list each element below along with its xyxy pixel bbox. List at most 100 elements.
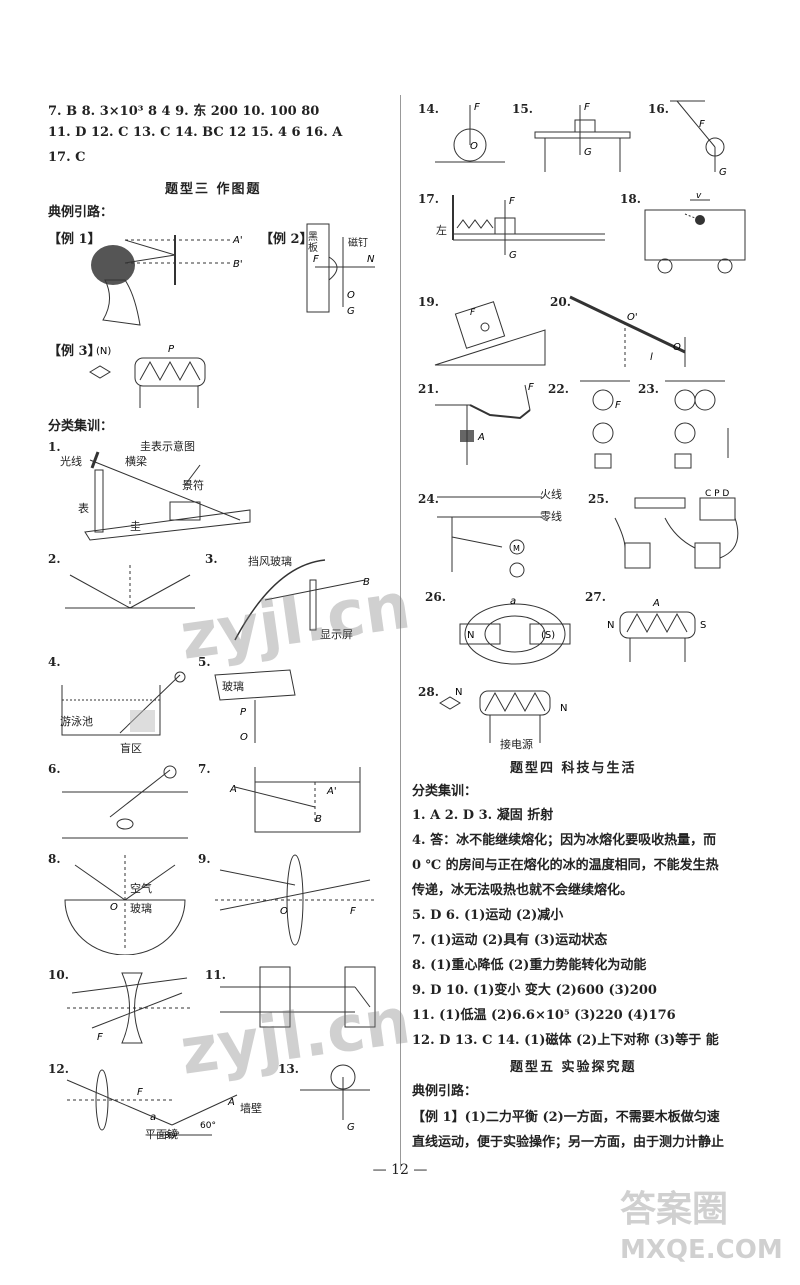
section4-title: 题型四 科技与生活 bbox=[510, 761, 637, 776]
section4-line: 0 ℃ 的房间与正在熔化的冰的温度相同，不能发生热 bbox=[412, 858, 719, 873]
watermark: zyjl.cn bbox=[175, 569, 415, 675]
section4-line: 9. D 10. (1)变小 变大 (2)600 (3)200 bbox=[412, 983, 657, 998]
f24-neutral: 零线 bbox=[540, 510, 562, 523]
svg-text:O: O bbox=[347, 290, 355, 301]
svg-text:B: B bbox=[315, 814, 322, 825]
svg-text:C P D: C P D bbox=[705, 489, 729, 499]
fig-number: 9. bbox=[198, 852, 211, 866]
svg-text:A: A bbox=[227, 1097, 235, 1108]
fig-number: 2. bbox=[48, 552, 61, 566]
fig-number: 12. bbox=[48, 1062, 69, 1076]
fig-number: 22. bbox=[548, 382, 569, 396]
svg-text:B: B bbox=[363, 577, 370, 588]
fig-number: 7. bbox=[198, 762, 211, 776]
example2-figure: O G N F bbox=[306, 223, 375, 317]
svg-text:F: F bbox=[350, 906, 356, 917]
section5-title: 题型五 实验探究题 bbox=[510, 1060, 637, 1075]
fig-number: 25. bbox=[588, 492, 609, 506]
svg-text:P: P bbox=[240, 707, 247, 718]
f1-beam: 横梁 bbox=[125, 455, 147, 468]
svg-text:O: O bbox=[470, 141, 478, 152]
fig-number: 1. bbox=[48, 440, 61, 454]
svg-text:G: G bbox=[584, 147, 592, 158]
figure-20: O' O l bbox=[569, 295, 686, 367]
example3-label: 【例 3】 bbox=[48, 344, 101, 359]
f8-air: 空气 bbox=[130, 882, 152, 895]
svg-text:N: N bbox=[560, 703, 567, 714]
svg-text:60°: 60° bbox=[200, 1121, 216, 1131]
f12-mirror: 平面镜 bbox=[145, 1128, 178, 1141]
svg-text:A': A' bbox=[326, 786, 337, 797]
fig-number: 18. bbox=[620, 192, 641, 206]
fig-number: 5. bbox=[198, 655, 211, 669]
fig-number: 3. bbox=[205, 552, 218, 566]
svg-text:(N): (N) bbox=[96, 346, 111, 357]
section5-line: 【例 1】(1)二力平衡 (2)一方面，不需要木板做匀速 bbox=[412, 1110, 720, 1125]
section4-line: 5. D 6. (1)运动 (2)减小 bbox=[412, 908, 564, 923]
section3-practice-label: 分类集训： bbox=[48, 419, 114, 434]
section4-line: 8. (1)重心降低 (2)重力势能转化为动能 bbox=[412, 958, 647, 973]
svg-text:A: A bbox=[652, 598, 660, 609]
figure-28: N N bbox=[439, 687, 567, 743]
fig-number: 20. bbox=[550, 295, 571, 309]
figure-8: O bbox=[64, 855, 186, 955]
figure-9: O F bbox=[215, 854, 375, 946]
figure-22: F bbox=[580, 380, 630, 469]
svg-text:P: P bbox=[168, 344, 175, 355]
svg-text:F: F bbox=[137, 1087, 143, 1098]
svg-text:O': O' bbox=[627, 312, 638, 323]
svg-text:F: F bbox=[470, 308, 476, 318]
figure-15: F G bbox=[534, 102, 631, 172]
svg-text:F: F bbox=[615, 400, 621, 411]
f17-left: 左 bbox=[436, 224, 447, 237]
f3-screen: 显示屏 bbox=[320, 628, 353, 641]
svg-text:O: O bbox=[240, 732, 248, 743]
example1-figure: A' B' bbox=[91, 235, 243, 326]
f1-biao: 表 bbox=[78, 502, 89, 515]
svg-text:A: A bbox=[477, 432, 485, 443]
svg-text:F: F bbox=[699, 119, 705, 130]
figure-7: A A' B bbox=[229, 767, 361, 833]
example3-figure: (N) P bbox=[89, 344, 206, 408]
fig-number: 11. bbox=[205, 968, 226, 982]
svg-text:A': A' bbox=[232, 235, 243, 246]
fig-number: 16. bbox=[648, 102, 669, 116]
section5-line: 直线运动，便于实验操作；另一方面，由于测力计静止 bbox=[412, 1135, 725, 1150]
svg-text:(S): (S) bbox=[541, 630, 555, 641]
section3-title: 题型三 作图题 bbox=[165, 182, 262, 197]
f4-blind: 盲区 bbox=[120, 742, 142, 755]
svg-text:O: O bbox=[673, 342, 681, 353]
figure-19: F bbox=[434, 301, 546, 366]
figure-1-gnomon bbox=[84, 451, 251, 541]
figure-13: G bbox=[300, 1064, 370, 1133]
figure-25: C P D bbox=[614, 489, 739, 569]
figure-24: M bbox=[437, 496, 542, 578]
f5-glass: 玻璃 bbox=[222, 680, 244, 693]
f3-glass: 挡风玻璃 bbox=[248, 555, 292, 568]
f28-power: 接电源 bbox=[500, 738, 533, 751]
fig-number: 15. bbox=[512, 102, 533, 116]
svg-text:l: l bbox=[650, 352, 653, 363]
figure-18: v bbox=[644, 192, 746, 274]
svg-text:30°: 30° bbox=[164, 1131, 180, 1141]
svg-text:v: v bbox=[696, 192, 702, 201]
svg-text:F: F bbox=[97, 1032, 103, 1043]
figure-11 bbox=[220, 966, 376, 1028]
fig-number: 6. bbox=[48, 762, 61, 776]
figure-2 bbox=[65, 565, 195, 609]
watermark: zyjl.cn bbox=[175, 984, 415, 1090]
answer-line-1: 7. B 8. 3×10³ 8 4 9. 东 200 10. 100 80 bbox=[48, 104, 320, 119]
figure-14: F O bbox=[435, 102, 505, 163]
fig-number: 28. bbox=[418, 685, 439, 699]
section4-practice-label: 分类集训： bbox=[412, 784, 478, 799]
watermark: 答案圈 bbox=[620, 1189, 729, 1230]
svg-text:F: F bbox=[509, 196, 515, 207]
fig-number: 10. bbox=[48, 968, 69, 982]
svg-text:G: G bbox=[719, 167, 727, 177]
f1-jingfu: 景符 bbox=[182, 479, 204, 492]
fig-number: 27. bbox=[585, 590, 606, 604]
svg-text:A: A bbox=[229, 784, 237, 795]
svg-text:F: F bbox=[584, 102, 590, 113]
answer-line-3: 17. C bbox=[48, 150, 86, 165]
section4-line: 4. 答：冰不能继续熔化；因为冰熔化要吸收热量，而 bbox=[412, 833, 717, 848]
